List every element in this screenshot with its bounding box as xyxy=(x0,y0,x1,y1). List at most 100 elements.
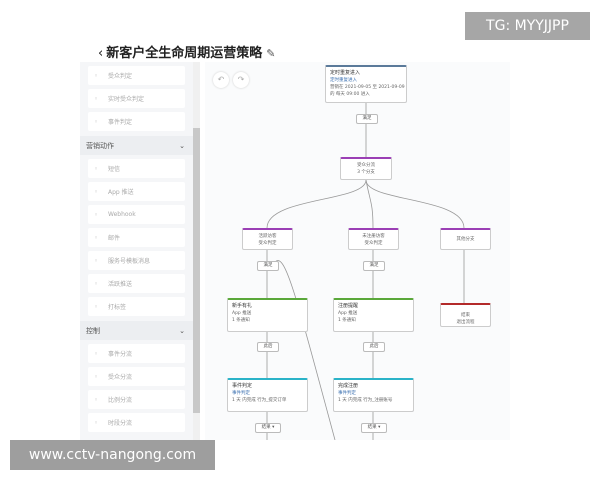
section-label: 营销动作 xyxy=(86,141,114,150)
node-title: 结束 xyxy=(461,313,470,318)
node-sub: 3 个分支 xyxy=(357,170,375,175)
node-sub: 受众判定 xyxy=(364,241,383,246)
edge-label[interactable]: 此后 xyxy=(363,342,385,352)
node-line: 定时重复进入 xyxy=(330,78,357,83)
flow-canvas[interactable]: ↶ ↷ 定时重复进入 定时重复进入 营销在 2021-09-05 至 2021-… xyxy=(205,62,510,440)
megaphone-icon: ◦ xyxy=(94,164,99,173)
sidebar-item-label: 事件判定 xyxy=(108,119,133,126)
sidebar-item-label: 实时受众判定 xyxy=(108,96,145,103)
sidebar-item-label: 邮件 xyxy=(108,235,121,242)
node-title: 事件判定 xyxy=(232,383,253,389)
node-line: 1 天 内完成 行为_注册账号 xyxy=(338,398,393,403)
chevron-down-icon: ⌄ xyxy=(179,141,185,150)
node-title: 完成注册 xyxy=(338,383,359,389)
sidebar-item-label: 事件分流 xyxy=(108,351,133,358)
sidebar-item-label: 打标签 xyxy=(108,304,127,311)
node-title: 新手有礼 xyxy=(232,303,253,309)
wechat-icon: ◦ xyxy=(94,279,99,288)
sidebar-item-label: 活跃推送 xyxy=(108,281,133,288)
node-sub: 受众判定 xyxy=(258,241,277,246)
strategy-name: 新客户全生命周期运营策略 xyxy=(106,46,263,61)
sidebar-item-label: 时段分流 xyxy=(108,420,133,427)
sidebar-item[interactable]: ◦ 比例分流 xyxy=(88,390,185,409)
tag-icon: ◦ xyxy=(94,302,99,311)
node-line: 1 天 内完成 行为_提交订单 xyxy=(232,398,287,403)
node-line: App 推送 xyxy=(232,311,252,316)
redo-icon[interactable]: ↷ xyxy=(233,72,249,88)
undo-icon[interactable]: ↶ xyxy=(213,72,229,88)
sidebar-item[interactable]: ◦ 时段分流 xyxy=(88,413,185,432)
edit-icon[interactable]: ✎ xyxy=(266,47,276,60)
sidebar-item[interactable]: ◦ 活跃推送 xyxy=(88,274,185,293)
edge-label[interactable]: 满足 xyxy=(363,261,385,271)
sidebar-item-label: 服务号模板消息 xyxy=(108,258,151,265)
node-line: App 推送 xyxy=(338,311,358,316)
edge-label[interactable]: 满足 xyxy=(356,114,378,124)
end-node[interactable]: 结束退出流程 xyxy=(440,303,491,327)
node-title: 定时重复进入 xyxy=(330,70,361,76)
node-title: 其他分支 xyxy=(456,237,475,242)
sidebar-section-header[interactable]: 控制 ⌄ xyxy=(80,321,193,340)
person-icon: ◦ xyxy=(94,71,99,80)
wechat-icon: ◦ xyxy=(94,256,99,265)
start-node[interactable]: 定时重复进入 定时重复进入 营销在 2021-09-05 至 2021-09-0… xyxy=(325,65,407,103)
node-line: 1 条通知 xyxy=(232,318,250,323)
branch-node-1[interactable]: 活跃访客受众判定 xyxy=(242,228,293,250)
sidebar-item-label: Webhook xyxy=(108,211,136,218)
back-icon[interactable]: ‹ xyxy=(98,46,104,61)
node-line: 事件判定 xyxy=(232,391,250,396)
audience-split-node[interactable]: 受众分流 3 个分支 xyxy=(340,157,392,180)
node-title: 受众分流 xyxy=(357,163,375,168)
result-dropdown[interactable]: 结果 ▾ xyxy=(255,423,281,433)
event-check-node-2[interactable]: 完成注册事件判定 1 天 内完成 行为_注册账号 xyxy=(333,378,414,412)
app-push-node-1[interactable]: 新手有礼 App 推送 1 条通知 xyxy=(227,298,308,332)
app-push-node-2[interactable]: 注册提醒 App 推送 1 条通知 xyxy=(333,298,414,332)
edge-label[interactable]: 满足 xyxy=(257,261,279,271)
event-icon: ◦ xyxy=(94,349,99,358)
chevron-down-icon: ⌄ xyxy=(179,326,185,335)
sidebar-section-header[interactable]: 营销动作 ⌄ xyxy=(80,136,193,155)
sidebar-item-label: App 推送 xyxy=(108,189,134,196)
node-line: 事件判定 xyxy=(338,391,356,396)
sidebar-item[interactable]: ◦ Webhook xyxy=(88,205,185,224)
sidebar-item[interactable]: ◦ App 推送 xyxy=(88,182,185,201)
page-title: ‹新客户全生命周期运营策略✎ xyxy=(98,42,275,61)
sidebar-item[interactable]: ◦ 实时受众判定 xyxy=(88,89,185,108)
ratio-icon: ◦ xyxy=(94,395,99,404)
node-line: 1 条通知 xyxy=(338,318,356,323)
sidebar-item[interactable]: ◦ 打标签 xyxy=(88,297,185,316)
sidebar-item[interactable]: ◦ 受众判定 xyxy=(88,66,185,85)
branch-node-3[interactable]: 其他分支 xyxy=(440,228,491,250)
node-title: 活跃访客 xyxy=(258,234,277,239)
sidebar-item[interactable]: ◦ 服务号模板消息 xyxy=(88,251,185,270)
sidebar-item-label: 受众判定 xyxy=(108,73,133,80)
mail-icon: ◦ xyxy=(94,233,99,242)
site-url-watermark: www.cctv-nangong.com xyxy=(10,440,215,470)
sidebar-item[interactable]: ◦ 事件分流 xyxy=(88,344,185,363)
node-line: 的 每天 09:00 进入 xyxy=(330,92,370,97)
sidebar-item[interactable]: ◦受众分流 xyxy=(88,367,185,386)
node-line: 营销在 2021-09-05 至 2021-09-09 xyxy=(330,85,405,90)
webhook-icon: ◦ xyxy=(94,210,99,219)
sidebar-item[interactable]: ◦ 短信 xyxy=(88,159,185,178)
node-title: 注册提醒 xyxy=(338,303,359,309)
component-sidebar: ◦ 受众判定 ◦ 实时受众判定 ◦ 事件判定营销动作 ⌄ ◦ 短信 ◦ App 推送 ◦ Webhook… xyxy=(80,62,193,440)
watermark: TG: MYYJJPP xyxy=(465,12,590,40)
clock-icon: ◦ xyxy=(94,418,99,427)
scrollbar-thumb[interactable] xyxy=(193,128,200,413)
sidebar-item[interactable]: ◦ 邮件 xyxy=(88,228,185,247)
node-title: 未注册访客 xyxy=(362,234,385,239)
phone-icon: ◦ xyxy=(94,187,99,196)
person-icon: ◦ xyxy=(94,372,99,381)
sidebar-item-label: 短信 xyxy=(108,166,121,173)
person-icon: ◦ xyxy=(94,94,99,103)
edge-label[interactable]: 此后 xyxy=(257,342,279,352)
sidebar-item[interactable]: ◦ 事件判定 xyxy=(88,112,185,131)
branch-node-2[interactable]: 未注册访客受众判定 xyxy=(348,228,399,250)
sidebar-item-label: 比例分流 xyxy=(108,397,133,404)
result-dropdown[interactable]: 结果 ▾ xyxy=(361,423,387,433)
section-label: 控制 xyxy=(86,326,100,335)
node-sub: 退出流程 xyxy=(456,320,475,325)
event-icon: ◦ xyxy=(94,117,99,126)
